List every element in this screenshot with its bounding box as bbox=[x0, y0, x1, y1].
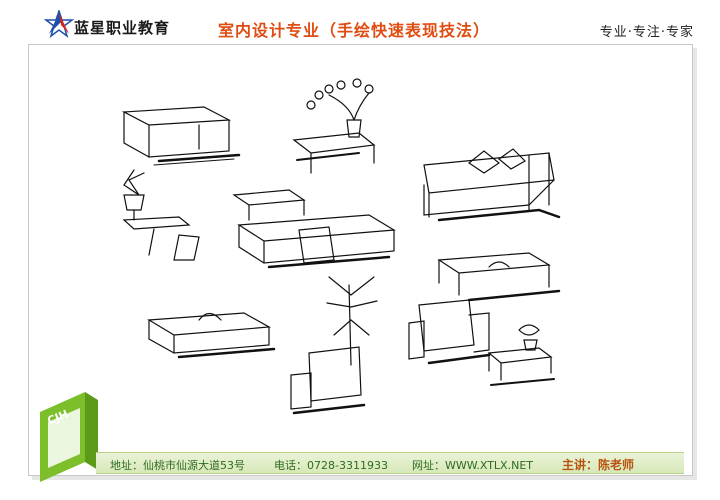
footer-address: 地址：仙桃市仙源大道53号 bbox=[110, 459, 245, 472]
drawing-frame bbox=[28, 44, 693, 476]
sketch-orchid-table bbox=[292, 78, 376, 174]
footer-teacher: 主讲：陈老师 bbox=[562, 458, 635, 472]
contact-footer: 地址：仙桃市仙源大道53号 电话：0728-3311933 网址：WWW.XTL… bbox=[96, 452, 684, 474]
sketch-coffee-table bbox=[232, 189, 396, 269]
sketch-sofa bbox=[423, 148, 561, 222]
sketch-low-table bbox=[121, 106, 241, 166]
sketch-armchair bbox=[408, 299, 491, 365]
slogan: 专业·专注·专家 bbox=[599, 25, 694, 40]
sketch-plant-stand bbox=[122, 169, 200, 261]
brand-name: 蓝星职业教育 bbox=[74, 19, 171, 37]
furniture-sketch bbox=[121, 78, 561, 415]
page-title: 室内设计专业（手绘快速表现技法） bbox=[218, 21, 491, 40]
footer-phone: 电话：0728-3311933 bbox=[274, 459, 388, 472]
footer-website[interactable]: 网址：WWW.XTLX.NET bbox=[412, 459, 533, 472]
sketch-tray-table bbox=[147, 312, 276, 359]
star-logo-icon bbox=[44, 10, 74, 38]
sketch-palm-chair bbox=[290, 276, 378, 415]
sketch-plant-table bbox=[487, 324, 555, 386]
cjh-emblem-icon: CJH bbox=[40, 392, 98, 482]
sketch-side-table bbox=[437, 252, 561, 302]
